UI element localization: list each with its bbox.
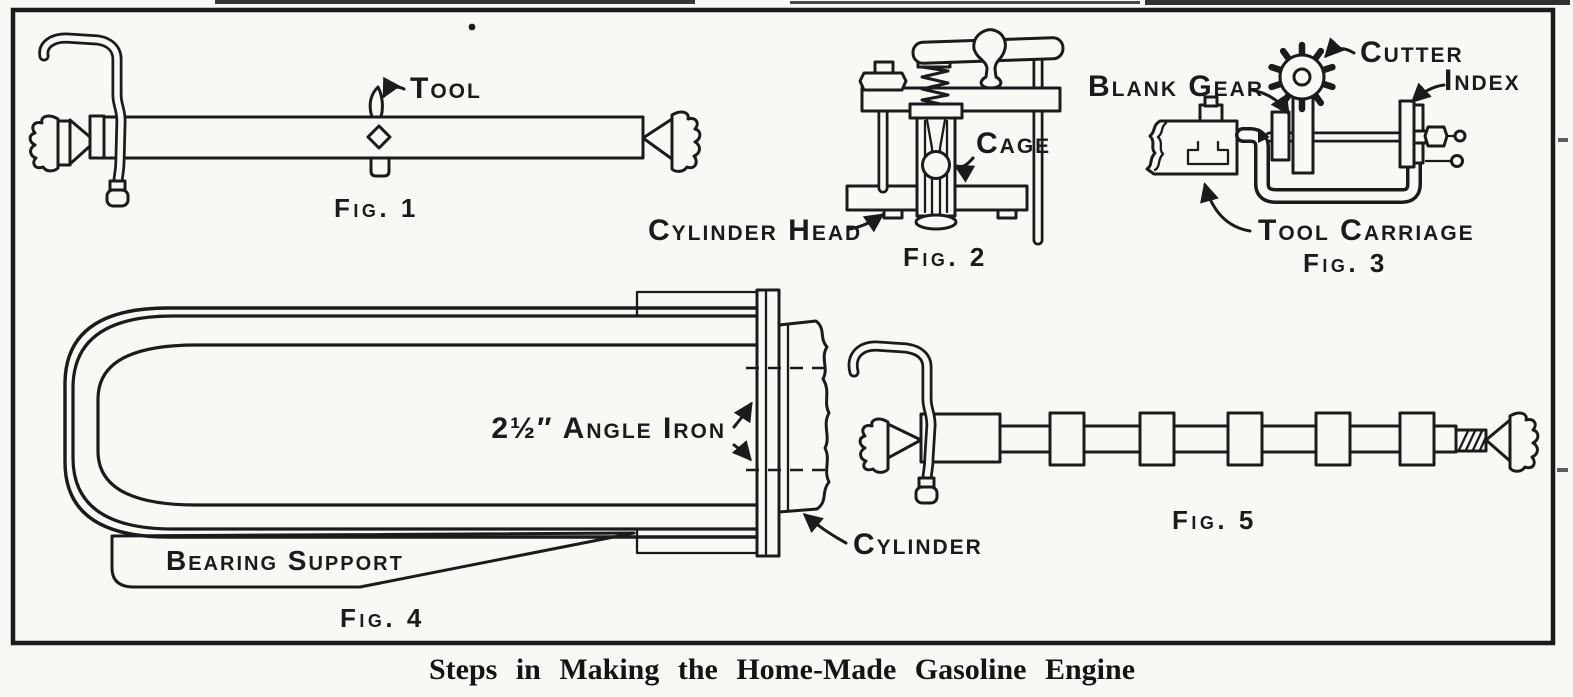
- shaft-drawing: [847, 340, 1540, 505]
- carriage-plate: [1145, 119, 1239, 176]
- fig4-angle-iron-arrow-upper: [732, 401, 753, 429]
- fig3-blank-gear-arrow: [1250, 88, 1290, 116]
- fig1-tool-arrow: [382, 76, 406, 99]
- fig4-bearing-support-label: Bearing Support: [166, 545, 404, 576]
- fig1-number: Fig. 1: [334, 193, 419, 223]
- lathe-center-left: [28, 114, 60, 173]
- fig1-tool-label: Tool: [410, 72, 482, 105]
- threaded-end: [1454, 428, 1488, 453]
- fig5: Fig. 5: [847, 340, 1540, 535]
- fig2-cage-label: Cage: [976, 127, 1051, 160]
- frame-drawing: [63, 288, 834, 589]
- tool-bit: [366, 85, 392, 178]
- fig2-cage-arrow: [953, 156, 976, 183]
- fig1: Tool Fig. 1: [28, 32, 702, 223]
- shaft-collar: [1138, 411, 1176, 467]
- fig5-number: Fig. 5: [1172, 505, 1257, 535]
- fig3-cutter-arrow: [1324, 37, 1356, 59]
- fig3-cutter-label: Cutter: [1360, 36, 1464, 69]
- gear-cutting-drawing: [1145, 41, 1467, 204]
- fig3-index-label: Index: [1444, 64, 1521, 97]
- valve-ball: [921, 150, 951, 180]
- fig4-cylinder-arrow: [802, 513, 848, 545]
- fig4: 2½″ Angle Iron Cylinder Bearing Support …: [63, 288, 983, 633]
- fig4-angle-iron-label: 2½″ Angle Iron: [491, 412, 726, 445]
- fig4-number: Fig. 4: [340, 603, 425, 633]
- valve-cage-drawing: [845, 28, 1065, 246]
- fig2: Cage Cylinder Head Fig. 2: [648, 28, 1065, 272]
- end-flange: [755, 288, 781, 558]
- lathe-center-right-fig5: [1508, 411, 1540, 473]
- carriage-clamp-arm: [1235, 127, 1422, 204]
- fig4-cylinder-label: Cylinder: [853, 528, 983, 561]
- shaft-collar: [1048, 411, 1086, 467]
- fig2-cylinder-head-label: Cylinder Head: [648, 214, 862, 247]
- plate-border: [10, 7, 1556, 646]
- valve-head: [914, 213, 958, 231]
- shaft-collar: [1226, 411, 1264, 467]
- ink-speck: [468, 23, 476, 31]
- fig2-cylinder-head-arrow: [848, 213, 885, 233]
- bearing-support-plate: [110, 531, 636, 589]
- crank-handle: [38, 32, 130, 208]
- valve-cage: [908, 102, 964, 231]
- boring-bar-drawing: [28, 32, 702, 208]
- shaft-collar: [1398, 411, 1436, 467]
- ball-handle: [972, 28, 1007, 90]
- fig3-tool-carriage-arrow: [1200, 182, 1252, 233]
- shaft-collar: [1314, 411, 1352, 467]
- lathe-center-left-fig5: [858, 417, 890, 474]
- fig2-number: Fig. 2: [903, 242, 988, 272]
- lathe-center-right: [670, 110, 702, 173]
- fig3-number: Fig. 3: [1303, 248, 1388, 278]
- plate-caption: Steps in Making the Home-Made Gasoline E…: [429, 653, 1135, 686]
- fig3-blank-gear-label: Blank Gear: [1088, 70, 1264, 103]
- fig3: Cutter Blank Gear Index Tool Carriage Fi…: [1088, 36, 1521, 278]
- cutter-gear: [1268, 41, 1336, 113]
- fig3-tool-carriage-label: Tool Carriage: [1258, 214, 1475, 247]
- blank-gear: [1270, 110, 1291, 162]
- fig3-index-arrow: [1410, 82, 1446, 103]
- index-assembly: [1398, 99, 1467, 169]
- scan-artifacts: [215, 0, 1570, 472]
- cylinder-stub: [777, 319, 831, 514]
- crank-handle-fig5: [847, 340, 939, 505]
- fig4-angle-iron-arrow-lower: [731, 440, 752, 462]
